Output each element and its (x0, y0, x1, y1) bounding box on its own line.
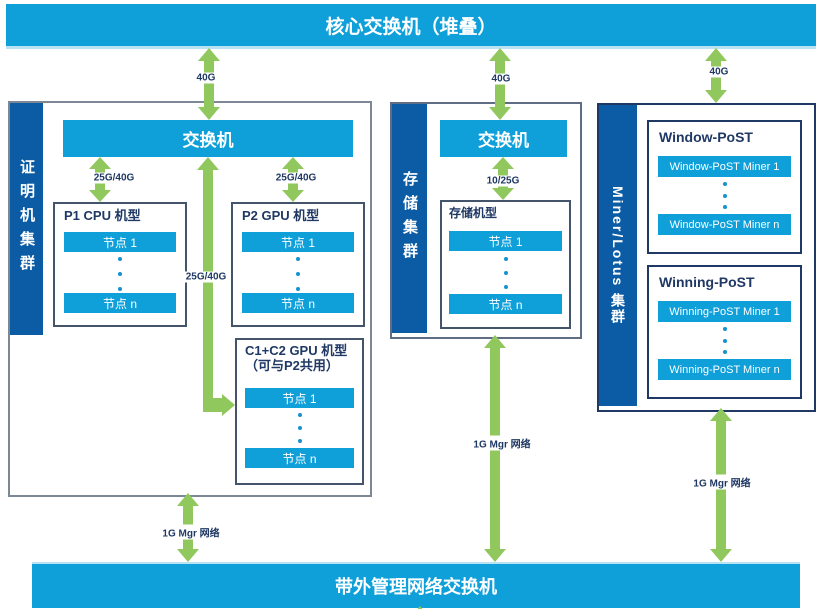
storage-machine-box: 存储机型 节点 1 节点 n (440, 200, 571, 329)
p1-node-last: 节点 n (64, 293, 176, 313)
window-post-title: Window-PoST (659, 129, 753, 145)
c1c2-title-line2: （可与P2共用） (245, 357, 339, 373)
storage-switch-label: 交换机 (478, 131, 529, 150)
storage-switch-bar: 交换机 (440, 120, 567, 157)
c1c2-node-first-label: 节点 1 (282, 391, 317, 406)
storage-node-first: 节点 1 (449, 231, 562, 251)
p2-gpu-title: P2 GPU 机型 (242, 208, 320, 223)
p1-node-first: 节点 1 (64, 232, 176, 252)
link-label-core-miner: 40G (707, 66, 731, 78)
link-label-mgmt-proving: 1G Mgr 网络 (160, 524, 222, 540)
link-label-switch-p2: 25G/40G (273, 172, 319, 184)
storage-ellipsis-dots (442, 257, 569, 289)
p1-ellipsis-dots (55, 257, 185, 291)
oob-mgmt-switch-bar: 带外管理网络交换机 (32, 562, 800, 608)
p2-node-first: 节点 1 (242, 232, 354, 252)
link-label-core-proving: 40G (194, 72, 218, 84)
link-label-mgmt-miner: 1G Mgr 网络 (691, 474, 753, 490)
proving-switch-label: 交换机 (182, 131, 234, 150)
window-post-ellipsis-dots (649, 182, 800, 209)
miner-cluster-side-label: Miner/Lotus 集群 (599, 105, 637, 406)
c1c2-gpu-title: C1+C2 GPU 机型 （可与P2共用） (245, 343, 348, 374)
c1c2-title-line1: C1+C2 GPU 机型 (245, 343, 348, 358)
core-switch-bar: 核心交换机（堆叠） (6, 4, 816, 49)
window-post-miner-first: Window-PoST Miner 1 (658, 156, 791, 177)
storage-machine-title: 存储机型 (449, 206, 498, 220)
window-post-miner-last-label: Window-PoST Miner n (669, 218, 780, 231)
c1c2-ellipsis-dots (237, 413, 362, 443)
winning-post-box: Winning-PoST Winning-PoST Miner 1 Winnin… (647, 265, 802, 399)
window-post-miner-first-label: Window-PoST Miner 1 (669, 160, 780, 173)
link-label-mgmt-storage: 1G Mgr 网络 (471, 435, 533, 451)
p2-node-last: 节点 n (242, 293, 354, 313)
p1-cpu-title: P1 CPU 机型 (64, 208, 141, 223)
c1c2-node-last-label: 节点 n (282, 451, 317, 466)
link-label-switch-c1c2: 25G/40G (183, 271, 229, 283)
p2-node-last-label: 节点 n (280, 296, 315, 311)
proving-cluster-side-label-text: 证明机集群 (18, 159, 35, 279)
c1c2-node-last: 节点 n (245, 448, 354, 468)
c1c2-node-first: 节点 1 (245, 388, 354, 408)
p2-node-first-label: 节点 1 (280, 235, 315, 250)
winning-post-miner-first-label: Winning-PoST Miner 1 (669, 305, 780, 318)
p1-node-last-label: 节点 n (102, 296, 137, 311)
storage-node-first-label: 节点 1 (488, 234, 523, 249)
winning-post-title: Winning-PoST (659, 274, 755, 290)
miner-cluster-side-label-text: Miner/Lotus 集群 (610, 185, 626, 326)
storage-cluster-side-label: 存储集群 (392, 104, 427, 333)
proving-switch-bar: 交换机 (63, 120, 353, 157)
window-post-box: Window-PoST Window-PoST Miner 1 Window-P… (647, 120, 802, 254)
proving-cluster-side-label: 证明机集群 (10, 103, 43, 335)
oob-mgmt-switch-label: 带外管理网络交换机 (335, 577, 497, 597)
storage-cluster-side-label-text: 存储集群 (401, 170, 418, 267)
storage-node-last: 节点 n (449, 294, 562, 314)
window-post-miner-last: Window-PoST Miner n (658, 214, 791, 235)
winning-post-miner-last: Winning-PoST Miner n (658, 359, 791, 380)
p2-gpu-box: P2 GPU 机型 节点 1 节点 n (231, 202, 365, 327)
p1-cpu-box: P1 CPU 机型 节点 1 节点 n (53, 202, 187, 327)
p2-ellipsis-dots (233, 257, 363, 291)
storage-node-last-label: 节点 n (488, 297, 523, 312)
winning-post-miner-last-label: Winning-PoST Miner n (669, 363, 780, 376)
link-label-core-storage: 40G (489, 73, 513, 85)
winning-post-ellipsis-dots (649, 327, 800, 354)
winning-post-miner-first: Winning-PoST Miner 1 (658, 301, 791, 322)
link-label-switch-storagebox: 10/25G (484, 175, 522, 187)
core-switch-label: 核心交换机（堆叠） (325, 16, 497, 38)
link-label-switch-p1: 25G/40G (91, 172, 137, 184)
p1-node-first-label: 节点 1 (102, 235, 137, 250)
c1c2-gpu-box: C1+C2 GPU 机型 （可与P2共用） 节点 1 节点 n (235, 338, 364, 485)
